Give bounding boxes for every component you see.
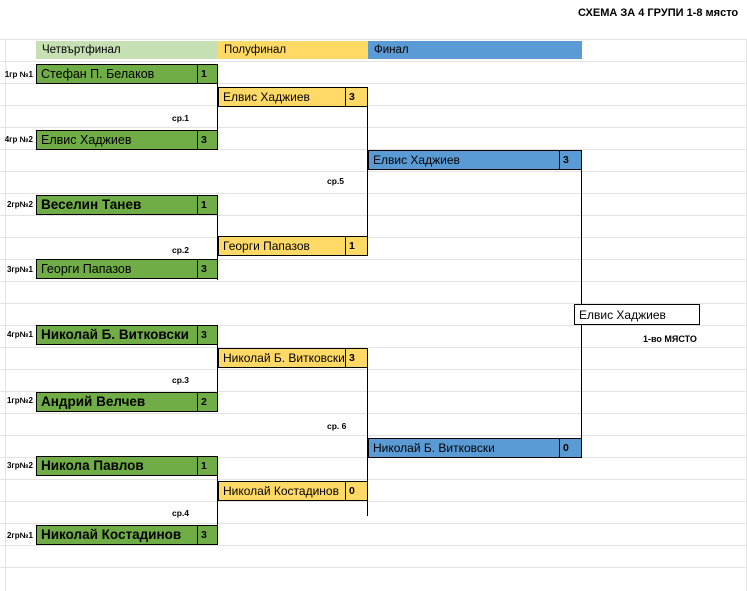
player-name: Елвис Хаджиев xyxy=(373,153,460,167)
champion-box[interactable]: Елвис Хаджиев xyxy=(574,304,700,325)
match-label-5: ср.5 xyxy=(327,176,345,186)
connector-qf-2 xyxy=(216,195,218,280)
gridline xyxy=(0,39,747,40)
seed-label-3: 2гр№2 xyxy=(6,200,33,209)
player-name: Николай Костадинов xyxy=(223,484,339,498)
player-name: Георги Папазов xyxy=(223,239,310,253)
connector-qf-1 xyxy=(216,64,218,150)
gridline xyxy=(0,545,747,546)
round-header-semifinal: Полуфинал xyxy=(218,41,368,59)
qf-slot-8[interactable]: Николай Костадинов 3 xyxy=(36,525,218,545)
player-score: 3 xyxy=(197,326,217,344)
match-label-1: ср.1 xyxy=(172,113,190,123)
gridline xyxy=(0,347,747,348)
player-score: 0 xyxy=(345,482,367,500)
gridline xyxy=(0,215,747,216)
seed-label-4: 3гр№1 xyxy=(6,265,33,274)
qf-slot-3[interactable]: Веселин Танев 1 xyxy=(36,195,218,215)
final-slot-2[interactable]: Николай Б. Витковски 0 xyxy=(368,438,582,458)
gridline xyxy=(0,479,747,480)
final-slot-1[interactable]: Елвис Хаджиев 3 xyxy=(368,150,582,170)
page-title: СХЕМА ЗА 4 ГРУПИ 1-8 място xyxy=(578,7,739,19)
sf-slot-3[interactable]: Николай Б. Витковски 3 xyxy=(218,348,368,368)
player-name: Николай Б. Витковски xyxy=(223,351,345,365)
player-score: 3 xyxy=(197,260,217,278)
gridline xyxy=(0,501,747,502)
player-score: 1 xyxy=(197,457,217,475)
gridline xyxy=(0,193,747,194)
match-label-3: ср.3 xyxy=(172,375,190,385)
seed-label-5: 4гр№1 xyxy=(6,330,33,339)
qf-slot-2[interactable]: Елвис Хаджиев 3 xyxy=(36,130,218,150)
player-name: Елвис Хаджиев xyxy=(41,132,132,147)
match-label-4: ср.4 xyxy=(172,508,190,518)
qf-slot-1[interactable]: Стефан П. Белаков 1 xyxy=(36,64,218,84)
player-score: 1 xyxy=(197,65,217,83)
player-name: Андрий Велчев xyxy=(41,394,146,410)
player-score: 1 xyxy=(345,237,367,255)
gridline xyxy=(0,61,747,62)
player-name: Николай Б. Витковски xyxy=(41,327,189,343)
connector-sf-1 xyxy=(366,87,368,255)
gridline xyxy=(0,259,747,260)
gridline xyxy=(0,281,747,282)
player-score: 3 xyxy=(345,88,367,106)
player-score: 3 xyxy=(345,349,367,367)
player-name: Николай Б. Витковски xyxy=(373,441,495,455)
seed-label-8: 2гр№1 xyxy=(6,531,33,540)
gridline xyxy=(0,567,747,568)
gridline xyxy=(0,237,747,238)
sf-slot-1[interactable]: Елвис Хаджиев 3 xyxy=(218,87,368,107)
seed-label-6: 1гр№2 xyxy=(6,396,33,405)
player-score: 3 xyxy=(197,526,217,544)
seed-label-1: 1гр №1 xyxy=(4,70,33,79)
gridline xyxy=(0,391,747,392)
seed-label-2: 4гр №2 xyxy=(4,135,33,144)
player-name: Елвис Хаджиев xyxy=(223,90,310,104)
gridline xyxy=(0,105,747,106)
qf-slot-6[interactable]: Андрий Велчев 2 xyxy=(36,392,218,412)
player-score: 0 xyxy=(559,439,581,457)
match-label-6: ср. 6 xyxy=(327,421,347,431)
connector-qf-4 xyxy=(216,456,218,545)
player-name: Веселин Танев xyxy=(41,197,142,213)
gridline xyxy=(0,171,747,172)
round-header-quarterfinal: Четвъртфинал xyxy=(36,41,218,59)
sf-slot-4[interactable]: Николай Костадинов 0 xyxy=(218,481,368,501)
player-name: Никола Павлов xyxy=(41,458,144,474)
gridline xyxy=(0,83,747,84)
sf-slot-2[interactable]: Георги Папазов 1 xyxy=(218,236,368,256)
qf-slot-4[interactable]: Георги Папазов 3 xyxy=(36,259,218,279)
connector-sf-2 xyxy=(366,348,368,516)
gridline xyxy=(0,413,747,414)
player-score: 2 xyxy=(197,393,217,411)
champion-name: Елвис Хаджиев xyxy=(579,307,666,322)
seed-label-7: 3гр№2 xyxy=(6,461,33,470)
qf-slot-7[interactable]: Никола Павлов 1 xyxy=(36,456,218,476)
gridline xyxy=(0,303,747,304)
player-score: 3 xyxy=(197,131,217,149)
player-name: Георги Папазов xyxy=(41,261,132,276)
player-name: Стефан П. Белаков xyxy=(41,66,155,81)
player-score: 3 xyxy=(559,151,581,169)
champion-place-label: 1-во МЯСТО xyxy=(643,334,697,344)
gridline xyxy=(0,325,747,326)
player-name: Николай Костадинов xyxy=(41,527,182,543)
gridline xyxy=(0,369,747,370)
round-header-final: Финал xyxy=(368,41,582,59)
gridline xyxy=(0,435,747,436)
gridline xyxy=(5,39,6,591)
match-label-2: ср.2 xyxy=(172,245,190,255)
player-score: 1 xyxy=(197,196,217,214)
qf-slot-5[interactable]: Николай Б. Витковски 3 xyxy=(36,325,218,345)
gridline xyxy=(0,127,747,128)
gridline xyxy=(0,149,747,150)
connector-qf-3 xyxy=(216,325,218,412)
gridline xyxy=(0,523,747,524)
